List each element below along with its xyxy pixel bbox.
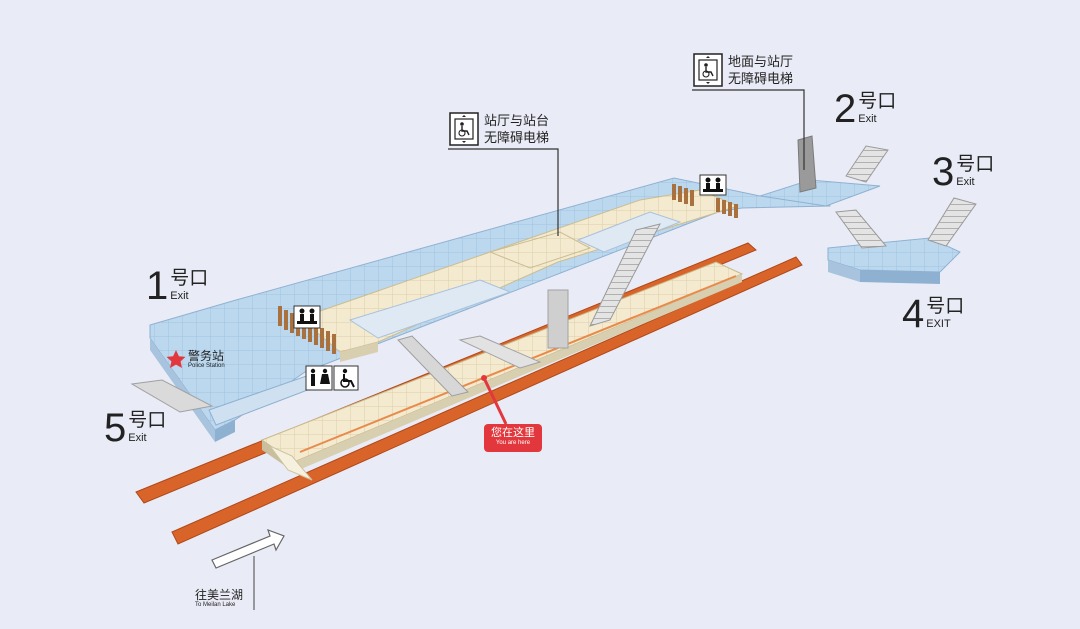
escalator-to-platform	[589, 223, 661, 327]
fare-gates-right	[672, 184, 738, 218]
stairs-exit-2	[845, 145, 889, 183]
elevator-icon	[693, 53, 723, 87]
stairs-exit-4	[835, 209, 887, 249]
police-station-label: 警务站 Police Station	[188, 349, 225, 370]
you-are-here-badge: 您在这里 You are here	[484, 424, 542, 452]
service-desk-icon	[293, 305, 321, 329]
track-lower	[171, 256, 803, 545]
direction-arrow-icon	[211, 528, 285, 569]
stairs-exit-3	[927, 197, 977, 247]
elevator-hall-platform-label: 站厅与站台 无障碍电梯	[484, 113, 550, 145]
elevator-icon	[449, 112, 479, 146]
elevator-ground-hall-label: 地面与站厅 无障碍电梯	[728, 54, 794, 86]
accessible-toilet-icon	[333, 365, 359, 391]
service-desk-icon	[699, 174, 727, 196]
direction-label: 往美兰湖 To Meilan Lake	[195, 588, 244, 609]
stairs-exit-5	[130, 379, 214, 413]
police-star-icon	[166, 350, 186, 368]
restroom-icon	[305, 365, 333, 391]
